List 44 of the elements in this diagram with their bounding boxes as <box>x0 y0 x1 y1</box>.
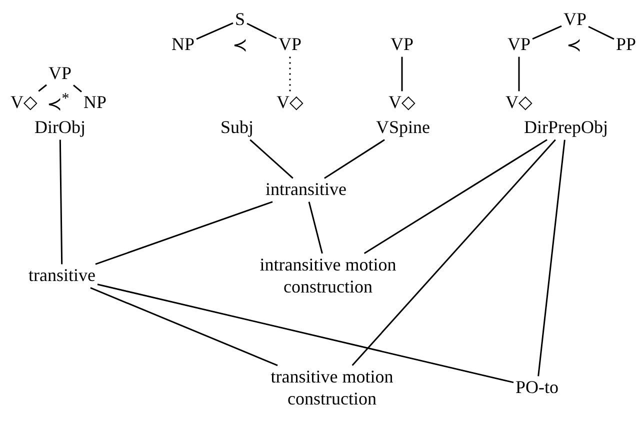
precedence-symbol: ≺ <box>566 34 582 56</box>
connector-line <box>250 139 294 179</box>
node-label: V◇ <box>388 92 416 114</box>
connector-line <box>401 56 403 92</box>
connector-line <box>246 22 277 39</box>
node-label: VP <box>508 34 530 56</box>
node-label: DirPrepObj <box>524 117 608 139</box>
node-label: DirObj <box>34 117 86 139</box>
node-label: transitive motion construction <box>242 366 422 410</box>
node-label: NP <box>172 34 194 56</box>
precedence-symbol: ≺ <box>232 34 248 56</box>
connector-line <box>196 22 234 40</box>
connector-line <box>308 202 323 254</box>
connector-line <box>73 84 82 92</box>
connector-line <box>364 139 548 254</box>
node-label: intransitive motion construction <box>233 254 423 298</box>
node-label: NP <box>84 92 106 114</box>
connector-line <box>324 139 385 179</box>
node-label: VP <box>390 34 414 56</box>
node-label: V◇ <box>10 92 38 114</box>
node-label: intransitive <box>266 179 346 201</box>
connector-line <box>95 201 273 265</box>
node-label: VSpine <box>376 117 430 139</box>
node-label: VP <box>48 63 72 85</box>
connector-line <box>59 140 63 264</box>
connector-line <box>518 56 520 92</box>
connector-line <box>289 56 291 92</box>
node-label: V◇ <box>506 92 532 114</box>
node-label: VP <box>278 34 302 56</box>
node-label: PO-to <box>516 377 558 399</box>
node-label: S <box>235 9 245 31</box>
precedence-symbol: ≺$^{*}$ <box>46 91 70 115</box>
connector-line <box>532 25 562 40</box>
node-label: transitive <box>28 265 96 287</box>
node-label: Subj <box>220 117 254 139</box>
connector-line <box>538 140 566 376</box>
connector-line <box>352 139 556 366</box>
connector-line <box>97 284 514 384</box>
node-label: V◇ <box>276 92 304 114</box>
connector-line <box>90 287 278 366</box>
node-label: PP <box>616 34 636 56</box>
connector-line <box>588 26 614 40</box>
node-label: VP <box>564 9 586 31</box>
connector-line <box>38 84 47 92</box>
